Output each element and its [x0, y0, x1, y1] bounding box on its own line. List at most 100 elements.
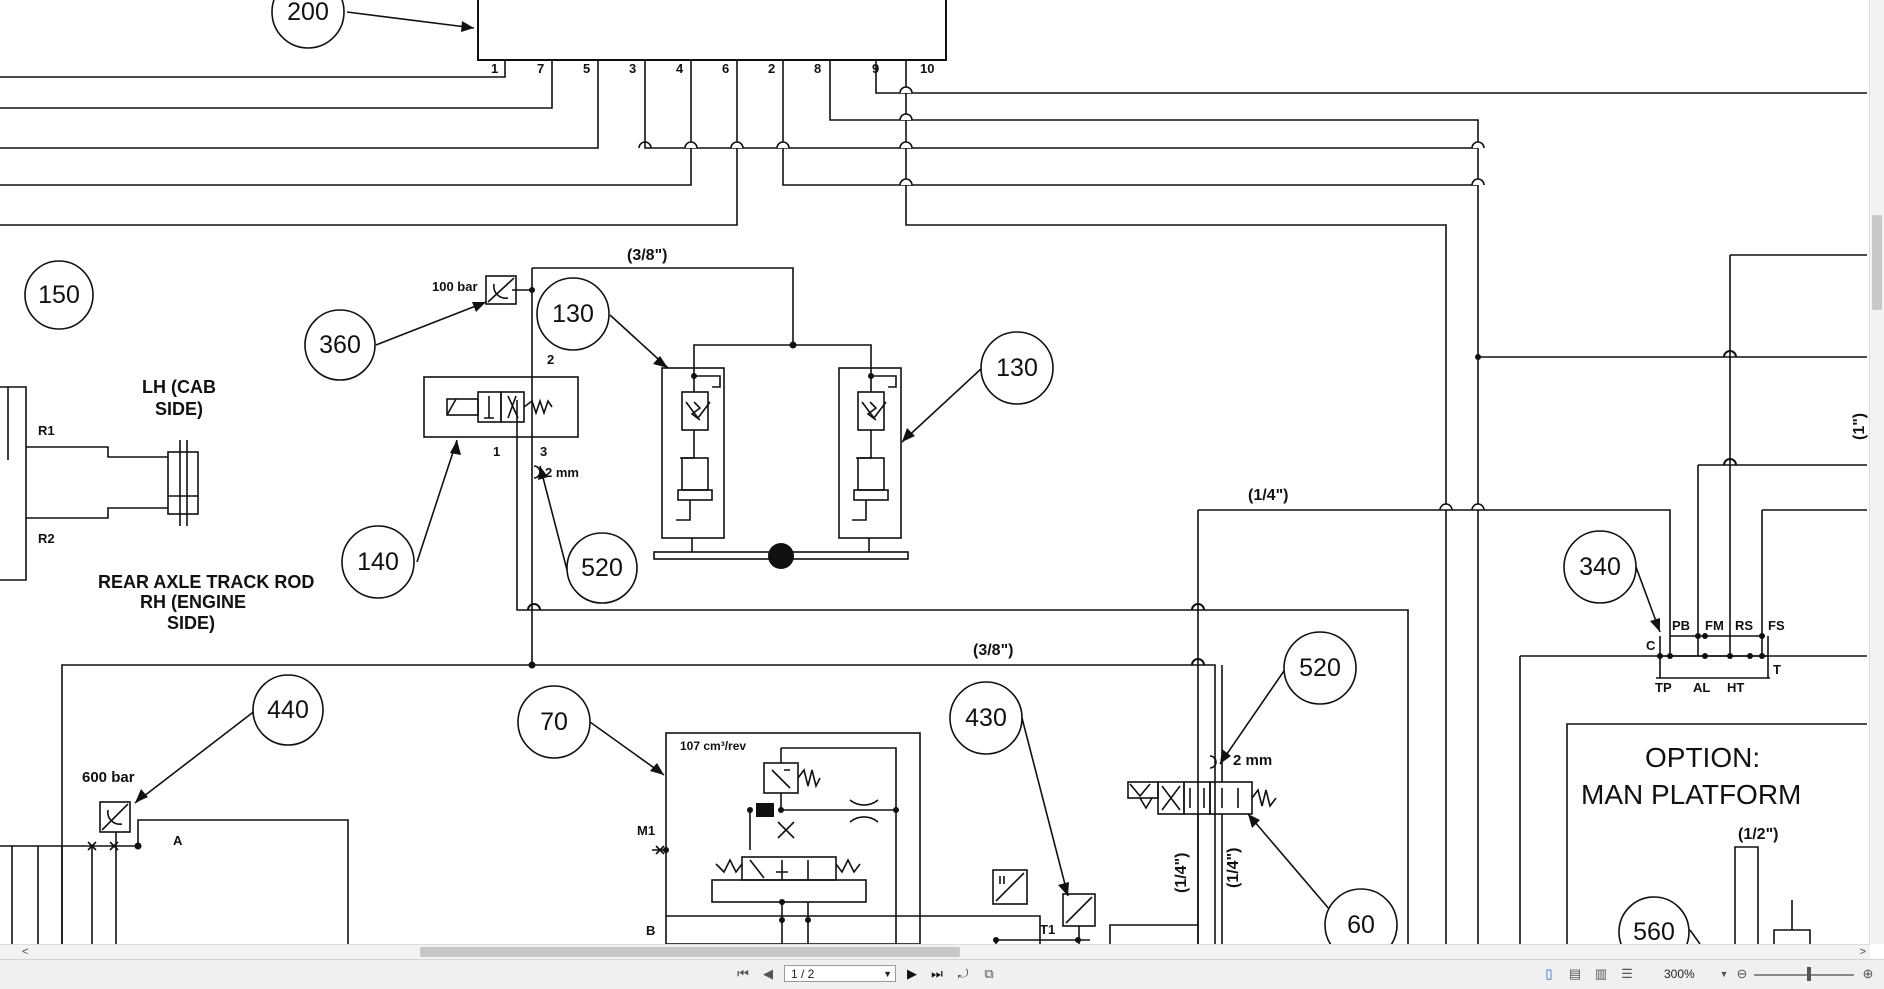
connector-pin-7: 7: [537, 61, 544, 76]
svg-text:150: 150: [38, 281, 80, 309]
label-al: AL: [1693, 680, 1710, 695]
hydraulic-schematic: 1 7 5 3 4 6 2 8 9 10 200 150 R1 R2 LH (C…: [0, 0, 1868, 944]
prev-page-icon[interactable]: ◀: [763, 966, 773, 981]
callout-360: 360: [304, 301, 487, 381]
sensor-box-a: [992, 869, 1028, 905]
callout-60: 60: [1247, 813, 1398, 944]
label-600bar: 600 bar: [82, 769, 135, 786]
label-pb: PB: [1672, 618, 1690, 633]
label-2mm-a: 2 mm: [545, 465, 579, 480]
vertical-scroll-thumb[interactable]: [1872, 215, 1882, 310]
zoom-slider-handle[interactable]: [1807, 967, 1811, 981]
svg-text:360: 360: [319, 331, 361, 359]
svg-text:520: 520: [1299, 654, 1341, 682]
label-2mm-b: 2 mm: [1233, 752, 1272, 769]
label-lh-2: SIDE): [155, 399, 203, 419]
two-page-icon[interactable]: ▥: [1594, 966, 1608, 981]
zoom-out-icon[interactable]: ⊖: [1736, 966, 1748, 981]
svg-text:340: 340: [1579, 553, 1621, 581]
accumulator-valve-left: [661, 344, 793, 539]
label-b: B: [646, 923, 655, 938]
pressure-switch-600bar: [0, 801, 349, 944]
svg-text:MAN PLATFORM: MAN PLATFORM: [1581, 779, 1801, 810]
callout-520-right: 520: [1219, 631, 1357, 765]
callout-340: 340: [1563, 530, 1661, 633]
label-tp: TP: [1655, 680, 1672, 695]
port-block: [1656, 633, 1770, 679]
connector-pin-9: 9: [872, 61, 879, 76]
first-page-icon[interactable]: ⏮: [737, 966, 749, 981]
svg-text:(1/2"): (1/2"): [1738, 826, 1778, 843]
label-t1: T1: [1040, 922, 1055, 937]
pump-block: [652, 732, 1090, 944]
sensor-box-b: [1062, 893, 1096, 944]
connector-pin-1: 1: [491, 61, 498, 76]
connector-pin-2: 2: [768, 61, 775, 76]
connector-pin-5: 5: [583, 61, 590, 76]
label-displacement: 107 cm³/rev: [680, 739, 746, 753]
label-3-8-top: (3/8"): [627, 247, 667, 264]
accumulator-valve-right: [793, 344, 902, 539]
last-page-icon[interactable]: ⏭: [931, 966, 943, 981]
label-port-1: 1: [493, 444, 500, 459]
scroll-right-arrow-icon[interactable]: >: [1859, 946, 1866, 958]
label-1-4-v2: (1/4"): [1225, 848, 1242, 888]
label-1-inch: (1"): [1851, 413, 1868, 440]
callout-200: 200: [271, 0, 475, 49]
callout-70: 70: [517, 685, 665, 776]
directional-valve: [1109, 665, 1277, 944]
svg-text:520: 520: [581, 554, 623, 582]
pressure-switch-100bar: [485, 275, 517, 305]
outline-icon[interactable]: ☰: [1621, 966, 1633, 981]
label-c: C: [1646, 638, 1656, 653]
connector-pin-3: 3: [629, 61, 636, 76]
zoom-slider[interactable]: [1754, 974, 1854, 976]
horizontal-scroll-thumb[interactable]: [420, 947, 960, 957]
connector-block: [0, 0, 1867, 944]
page-dropdown-icon[interactable]: ▼: [883, 969, 892, 979]
balance-bar: [653, 538, 909, 569]
connector-pin-4: 4: [676, 61, 684, 76]
callout-440: 440: [134, 674, 324, 804]
fit-icon[interactable]: ⧉: [984, 966, 994, 981]
next-page-icon[interactable]: ▶: [907, 966, 917, 981]
connector-pin-10: 10: [920, 61, 934, 76]
horizontal-scrollbar[interactable]: < >: [0, 944, 1870, 959]
scroll-left-arrow-icon[interactable]: <: [22, 946, 29, 958]
zoom-level[interactable]: 300%: [1664, 967, 1695, 981]
page-indicator-input[interactable]: 1 / 2 ▼: [784, 965, 896, 982]
svg-text:560: 560: [1633, 918, 1675, 944]
connector-pin-6: 6: [722, 61, 729, 76]
solenoid-valve: [423, 376, 579, 438]
option-man-platform: OPTION: MAN PLATFORM (1/2"): [1566, 723, 1867, 944]
label-a: A: [173, 833, 183, 848]
single-page-icon[interactable]: ▯: [1545, 966, 1553, 981]
svg-text:200: 200: [287, 0, 329, 26]
label-rear-1: REAR AXLE TRACK ROD: [98, 572, 314, 592]
rotate-icon[interactable]: ⤾: [957, 966, 969, 981]
svg-text:60: 60: [1347, 911, 1375, 939]
label-100bar: 100 bar: [432, 279, 478, 294]
label-3-8-mid: (3/8"): [973, 642, 1013, 659]
label-fm: FM: [1705, 618, 1724, 633]
label-port-3: 3: [540, 444, 547, 459]
continuous-icon[interactable]: ▤: [1568, 966, 1582, 981]
svg-text:70: 70: [540, 708, 568, 736]
label-t: T: [1773, 662, 1781, 677]
svg-text:430: 430: [965, 704, 1007, 732]
viewer-toolbar: ⏮ ◀ 1 / 2 ▼ ▶ ⏭ ⤾ ⧉ ▯ ▤ ▥ ☰ 300% ▼ ⊖ ⊕: [0, 959, 1884, 989]
callout-560: 560: [1618, 896, 1701, 944]
label-rear-2: RH (ENGINE: [140, 592, 246, 612]
zoom-dropdown-icon[interactable]: ▼: [1719, 969, 1729, 979]
label-fs: FS: [1768, 618, 1785, 633]
label-1-4-h: (1/4"): [1248, 487, 1288, 504]
vertical-scrollbar[interactable]: [1869, 0, 1884, 944]
callout-130-left: 130: [536, 277, 669, 369]
label-1-4-v1: (1/4"): [1173, 853, 1190, 893]
callout-140: 140: [341, 439, 461, 599]
callout-150: 150: [24, 260, 94, 330]
zoom-in-icon[interactable]: ⊕: [1862, 966, 1874, 981]
callout-430: 430: [949, 681, 1069, 897]
label-rear-3: SIDE): [167, 613, 215, 633]
svg-text:440: 440: [267, 696, 309, 724]
